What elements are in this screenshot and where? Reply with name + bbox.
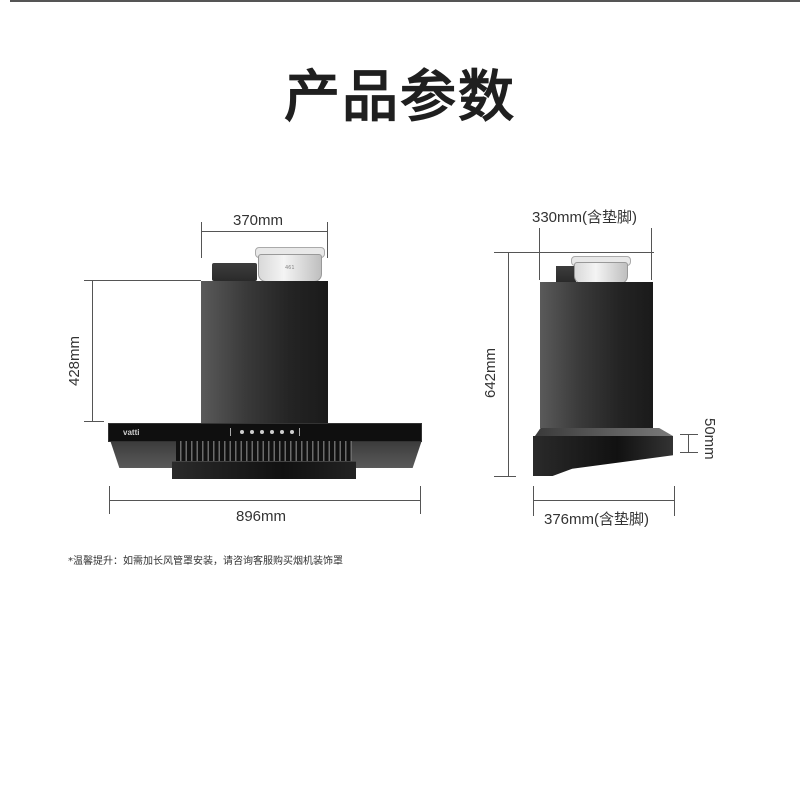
page-title: 产品参数 <box>284 65 516 130</box>
hood-top-edge <box>535 428 673 436</box>
dim-label-bottom-depth: 376mm(含垫脚) <box>544 511 650 528</box>
hood-panel <box>533 436 673 476</box>
dim-label-overall-height: 642mm <box>482 347 499 398</box>
dim-tick-bottom <box>680 452 698 453</box>
intake-grille <box>176 441 352 461</box>
dim-tick-left <box>533 486 534 516</box>
motor-box <box>556 266 576 282</box>
dim-tick-left <box>201 222 202 258</box>
timer-button[interactable] <box>280 430 284 434</box>
dim-tick-top <box>84 280 201 281</box>
dim-label-panel-thickness: 50mm <box>701 418 718 460</box>
exhaust-duct: 461 <box>258 254 322 282</box>
dim-tick-right <box>651 228 652 280</box>
dim-tick-bottom <box>494 476 516 477</box>
dim-tick-top <box>494 252 654 253</box>
dim-label-top-depth: 330mm(含垫脚) <box>532 209 638 226</box>
brand-logo: vatti <box>123 428 140 437</box>
dim-label-chimney-height: 428mm <box>66 335 83 386</box>
dim-line-bottom-depth <box>533 500 675 501</box>
speed-high-button[interactable] <box>270 430 274 434</box>
motor-box <box>212 263 257 281</box>
dim-line-chimney-width <box>201 231 328 232</box>
dim-line-overall-width <box>109 500 421 501</box>
dim-line-overall-height <box>508 252 509 476</box>
control-panel: vatti <box>108 423 422 442</box>
top-border <box>10 0 800 2</box>
oil-collector-bar <box>172 461 356 479</box>
dim-line-chimney-height <box>92 280 93 422</box>
dim-line-panel-thickness <box>688 434 689 452</box>
installation-note: *温馨提升：如需加长风管罩安装，请咨询客服购买烟机装饰罩 <box>68 556 343 567</box>
dim-tick-right <box>327 222 328 258</box>
duct-label: 461 <box>285 265 295 271</box>
speed-low-button[interactable] <box>260 430 264 434</box>
light-button[interactable] <box>250 430 254 434</box>
dim-tick-right <box>674 486 675 516</box>
clean-button[interactable] <box>290 430 294 434</box>
chimney-cover <box>201 281 328 423</box>
panel-indicator-right <box>299 428 300 436</box>
dim-tick-bottom <box>84 421 104 422</box>
panel-indicator-left <box>230 428 231 436</box>
side-body <box>540 282 653 428</box>
power-button[interactable] <box>240 430 244 434</box>
dim-tick-top <box>680 434 698 435</box>
dim-tick-left <box>539 228 540 280</box>
exhaust-duct <box>574 262 628 284</box>
dim-label-overall-width: 896mm <box>236 508 287 525</box>
dim-label-chimney-width: 370mm <box>233 212 284 229</box>
